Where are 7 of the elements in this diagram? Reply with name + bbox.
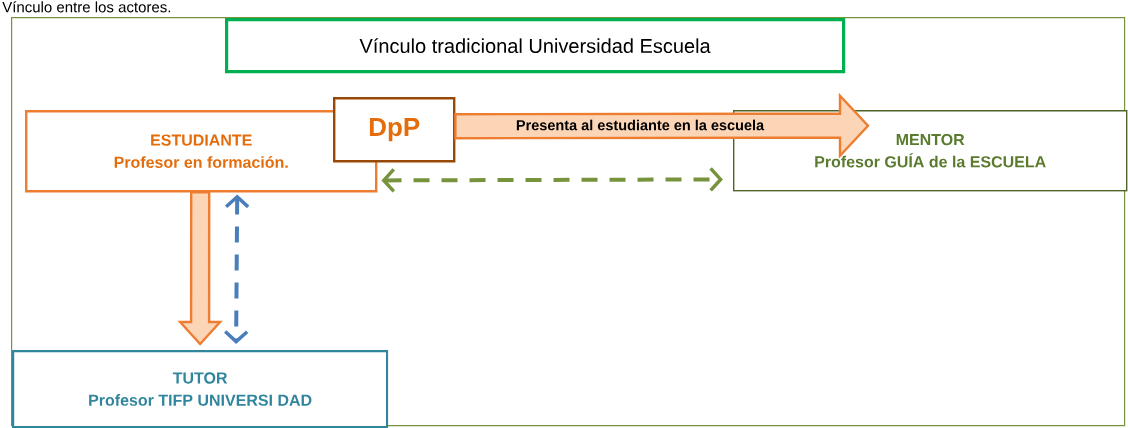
arrow [381, 167, 723, 193]
arrow [224, 194, 250, 344]
block-arrow [177, 191, 223, 346]
role-box: TUTOR Profesor TIFP UNIVERSI DAD [12, 350, 389, 428]
title-box: Vínculo tradicional Universidad Escuela [225, 18, 846, 74]
heading: Vínculo entre los actores. [2, 1, 171, 13]
label-box: DpP [333, 97, 456, 163]
